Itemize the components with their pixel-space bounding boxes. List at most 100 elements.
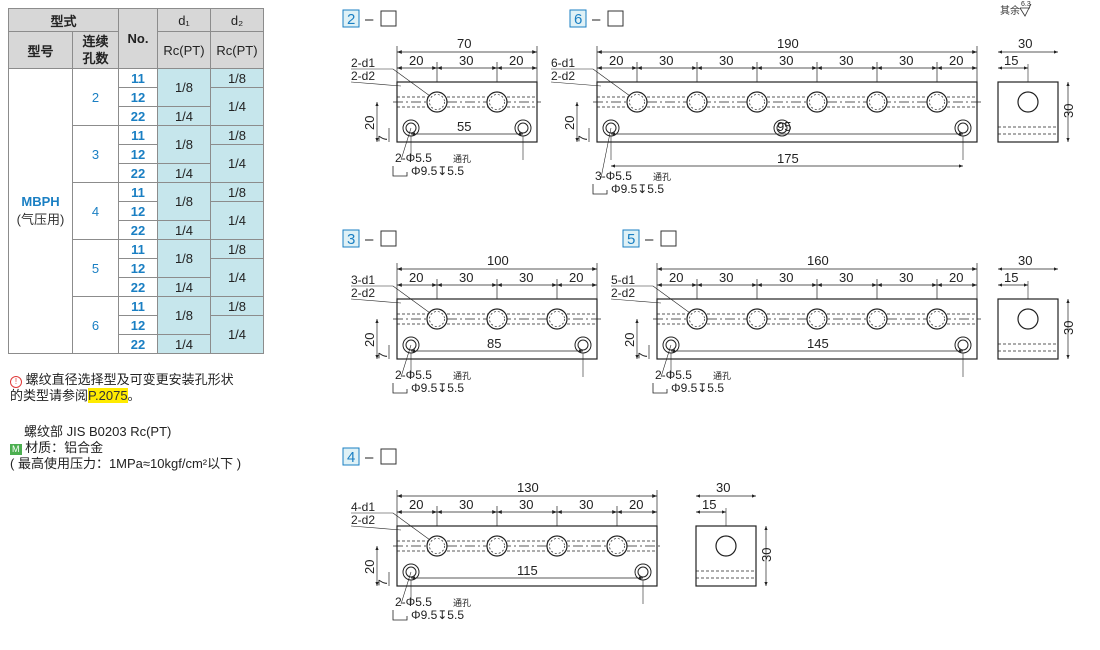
counterbore-icon xyxy=(392,166,408,177)
d2-cell: 1/4 xyxy=(210,258,264,297)
height-label: 20 xyxy=(562,116,577,130)
drawing-id: 6 xyxy=(574,11,582,28)
port-thread-icon xyxy=(429,311,445,327)
port-circle-icon xyxy=(686,91,708,113)
block-outline xyxy=(596,81,978,143)
port-circle-icon xyxy=(546,308,568,330)
drawing-id-badge xyxy=(622,229,640,248)
pitch-label: 30 xyxy=(519,270,533,285)
series-cell: MBPH (气压用) xyxy=(8,68,73,354)
pitch-label: 30 xyxy=(459,53,473,68)
d2-cell: 1/4 xyxy=(210,87,264,126)
mount-counterbore-icon xyxy=(773,119,791,137)
d1-header: d₁ xyxy=(157,8,211,32)
port-thread-icon xyxy=(549,311,565,327)
surface-roughness-symbol: 其余 6.3 xyxy=(1000,1,1032,17)
no-cell: 22 xyxy=(118,334,158,354)
title-dash: – xyxy=(365,449,374,466)
pitch-label: 20 xyxy=(669,270,683,285)
port-thread-icon xyxy=(689,311,705,327)
no-cell: 22 xyxy=(118,220,158,240)
mount-hole-icon xyxy=(577,339,589,351)
counterbore-icon xyxy=(592,184,608,195)
port-circle-icon xyxy=(746,308,768,330)
no-cell: 11 xyxy=(118,296,158,316)
material-text: 材质：铝合金 xyxy=(25,440,104,455)
port-circle-icon xyxy=(866,308,888,330)
leader-line xyxy=(610,298,662,304)
spec-table-body: MBPH (气压用) 2 11 1/8 1/8 12 1/4 22 1/4 3 … xyxy=(8,68,264,354)
no-cell: 22 xyxy=(118,106,158,126)
mount-counterbore-icon xyxy=(954,336,972,354)
port-thread-icon xyxy=(929,311,945,327)
note-leader-line xyxy=(600,127,612,179)
d2-cell: 1/8 xyxy=(210,68,264,88)
port-circle-icon xyxy=(486,308,508,330)
port-d1-label: 5-d1 xyxy=(611,273,635,287)
pitch-label: 30 xyxy=(779,270,793,285)
port-circle-icon xyxy=(426,308,448,330)
port-circle-icon xyxy=(606,535,628,557)
side-height-label: 30 xyxy=(759,548,774,562)
port-thread-icon xyxy=(629,94,645,110)
port-thread-icon xyxy=(929,94,945,110)
d1-cell: 1/4 xyxy=(157,163,211,183)
port-d2-label: 2-d2 xyxy=(611,286,635,300)
through-hole-label: 通孔 xyxy=(453,154,471,164)
pitch-label: 30 xyxy=(899,270,913,285)
overall-length-label: 190 xyxy=(777,36,799,51)
d2-rc-header: Rc(PT) xyxy=(210,31,264,69)
port-d2-label: 2-d2 xyxy=(351,69,375,83)
counterbore-note: Φ9.5↧5.5 xyxy=(411,164,464,178)
series-note: (气压用) xyxy=(16,212,65,227)
pitch-label: 30 xyxy=(579,497,593,512)
port-thread-icon xyxy=(689,94,705,110)
mount-hole-icon xyxy=(957,122,969,134)
d2-header: d₂ xyxy=(210,8,264,32)
mount-counterbore-icon xyxy=(634,563,652,581)
port-circle-icon xyxy=(486,535,508,557)
height-label: 20 xyxy=(362,560,377,574)
through-hole-label: 通孔 xyxy=(453,371,471,381)
mount-counterbore-icon xyxy=(954,119,972,137)
drawing-id-badge xyxy=(342,447,360,466)
side-center-label: 15 xyxy=(1004,270,1018,285)
pitch-label: 20 xyxy=(629,497,643,512)
no-cell: 22 xyxy=(118,277,158,297)
mount-distance-label: 55 xyxy=(457,119,471,134)
port-circle-icon xyxy=(486,91,508,113)
drawing-id-badge xyxy=(342,229,360,248)
overall-length-label: 70 xyxy=(457,36,471,51)
option-box xyxy=(660,230,677,247)
height-label: 20 xyxy=(362,116,377,130)
mount-distance-2-label: 175 xyxy=(777,151,799,166)
port-circle-icon xyxy=(546,535,568,557)
through-hole-label: 通孔 xyxy=(653,172,671,182)
drawing-id: 5 xyxy=(627,231,635,248)
roughness-value: 6.3 xyxy=(1021,1,1031,8)
side-port-icon xyxy=(1017,308,1039,330)
note-leader-line xyxy=(400,127,412,161)
port-circle-icon xyxy=(746,91,768,113)
port-d2-label: 2-d2 xyxy=(551,69,575,83)
mount-hole-note: 2-Φ5.5 xyxy=(395,151,432,165)
port-d1-label: 4-d1 xyxy=(351,500,375,514)
port-d1-label: 2-d1 xyxy=(351,56,375,70)
pitch-label: 30 xyxy=(459,270,473,285)
page-reference-link[interactable]: P.2075 xyxy=(88,388,128,403)
type-group-header: 型式 xyxy=(8,8,119,32)
leader-line xyxy=(392,68,431,97)
note-leader-line xyxy=(400,571,412,605)
pitch-label: 20 xyxy=(409,497,423,512)
port-thread-icon xyxy=(489,94,505,110)
port-circle-icon xyxy=(426,91,448,113)
warning-icon: ! xyxy=(10,376,22,388)
holes-header: 连续 孔数 xyxy=(72,31,119,69)
d1-rc-header: Rc(PT) xyxy=(157,31,211,69)
mount-hole-note: 2-Φ5.5 xyxy=(395,368,432,382)
d1-cell: 1/8 xyxy=(157,68,211,107)
